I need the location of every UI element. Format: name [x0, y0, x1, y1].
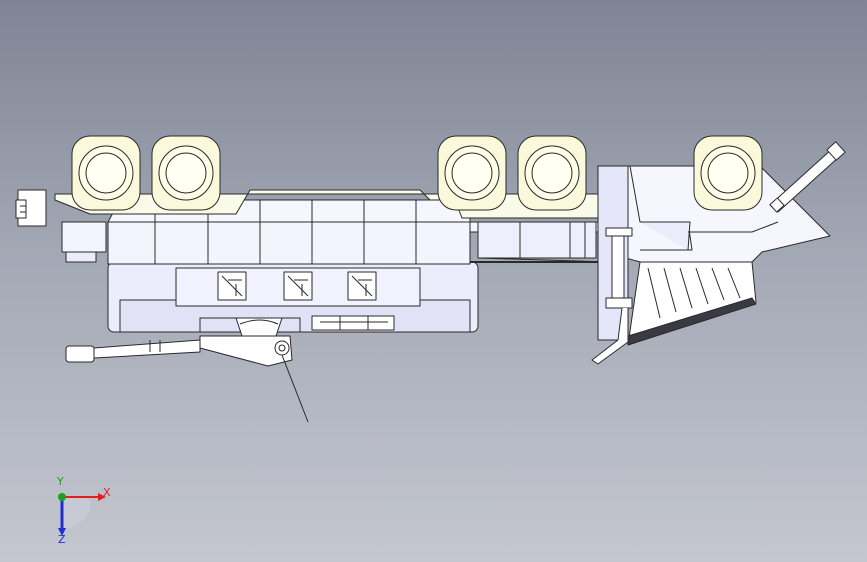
outrigger-arm — [65, 335, 309, 423]
tire-1 — [71, 135, 141, 211]
z-axis-label: Z — [58, 533, 66, 546]
undercarriage — [235, 315, 395, 337]
tire-row — [71, 135, 763, 211]
tire-3 — [437, 135, 507, 211]
y-axis-dot — [58, 493, 66, 501]
mirror-arm — [769, 141, 846, 213]
axis-triad-icon — [58, 493, 106, 536]
x-axis-label: X — [103, 486, 111, 499]
grille — [627, 261, 757, 346]
y-axis-label: Y — [57, 475, 64, 488]
mid-chassis — [470, 221, 611, 263]
tire-4 — [517, 135, 587, 211]
rear-bumper — [15, 189, 107, 263]
vent-panels — [217, 271, 377, 301]
tire-2 — [151, 135, 221, 211]
front-strut — [591, 227, 633, 365]
tire-5 — [693, 135, 763, 211]
